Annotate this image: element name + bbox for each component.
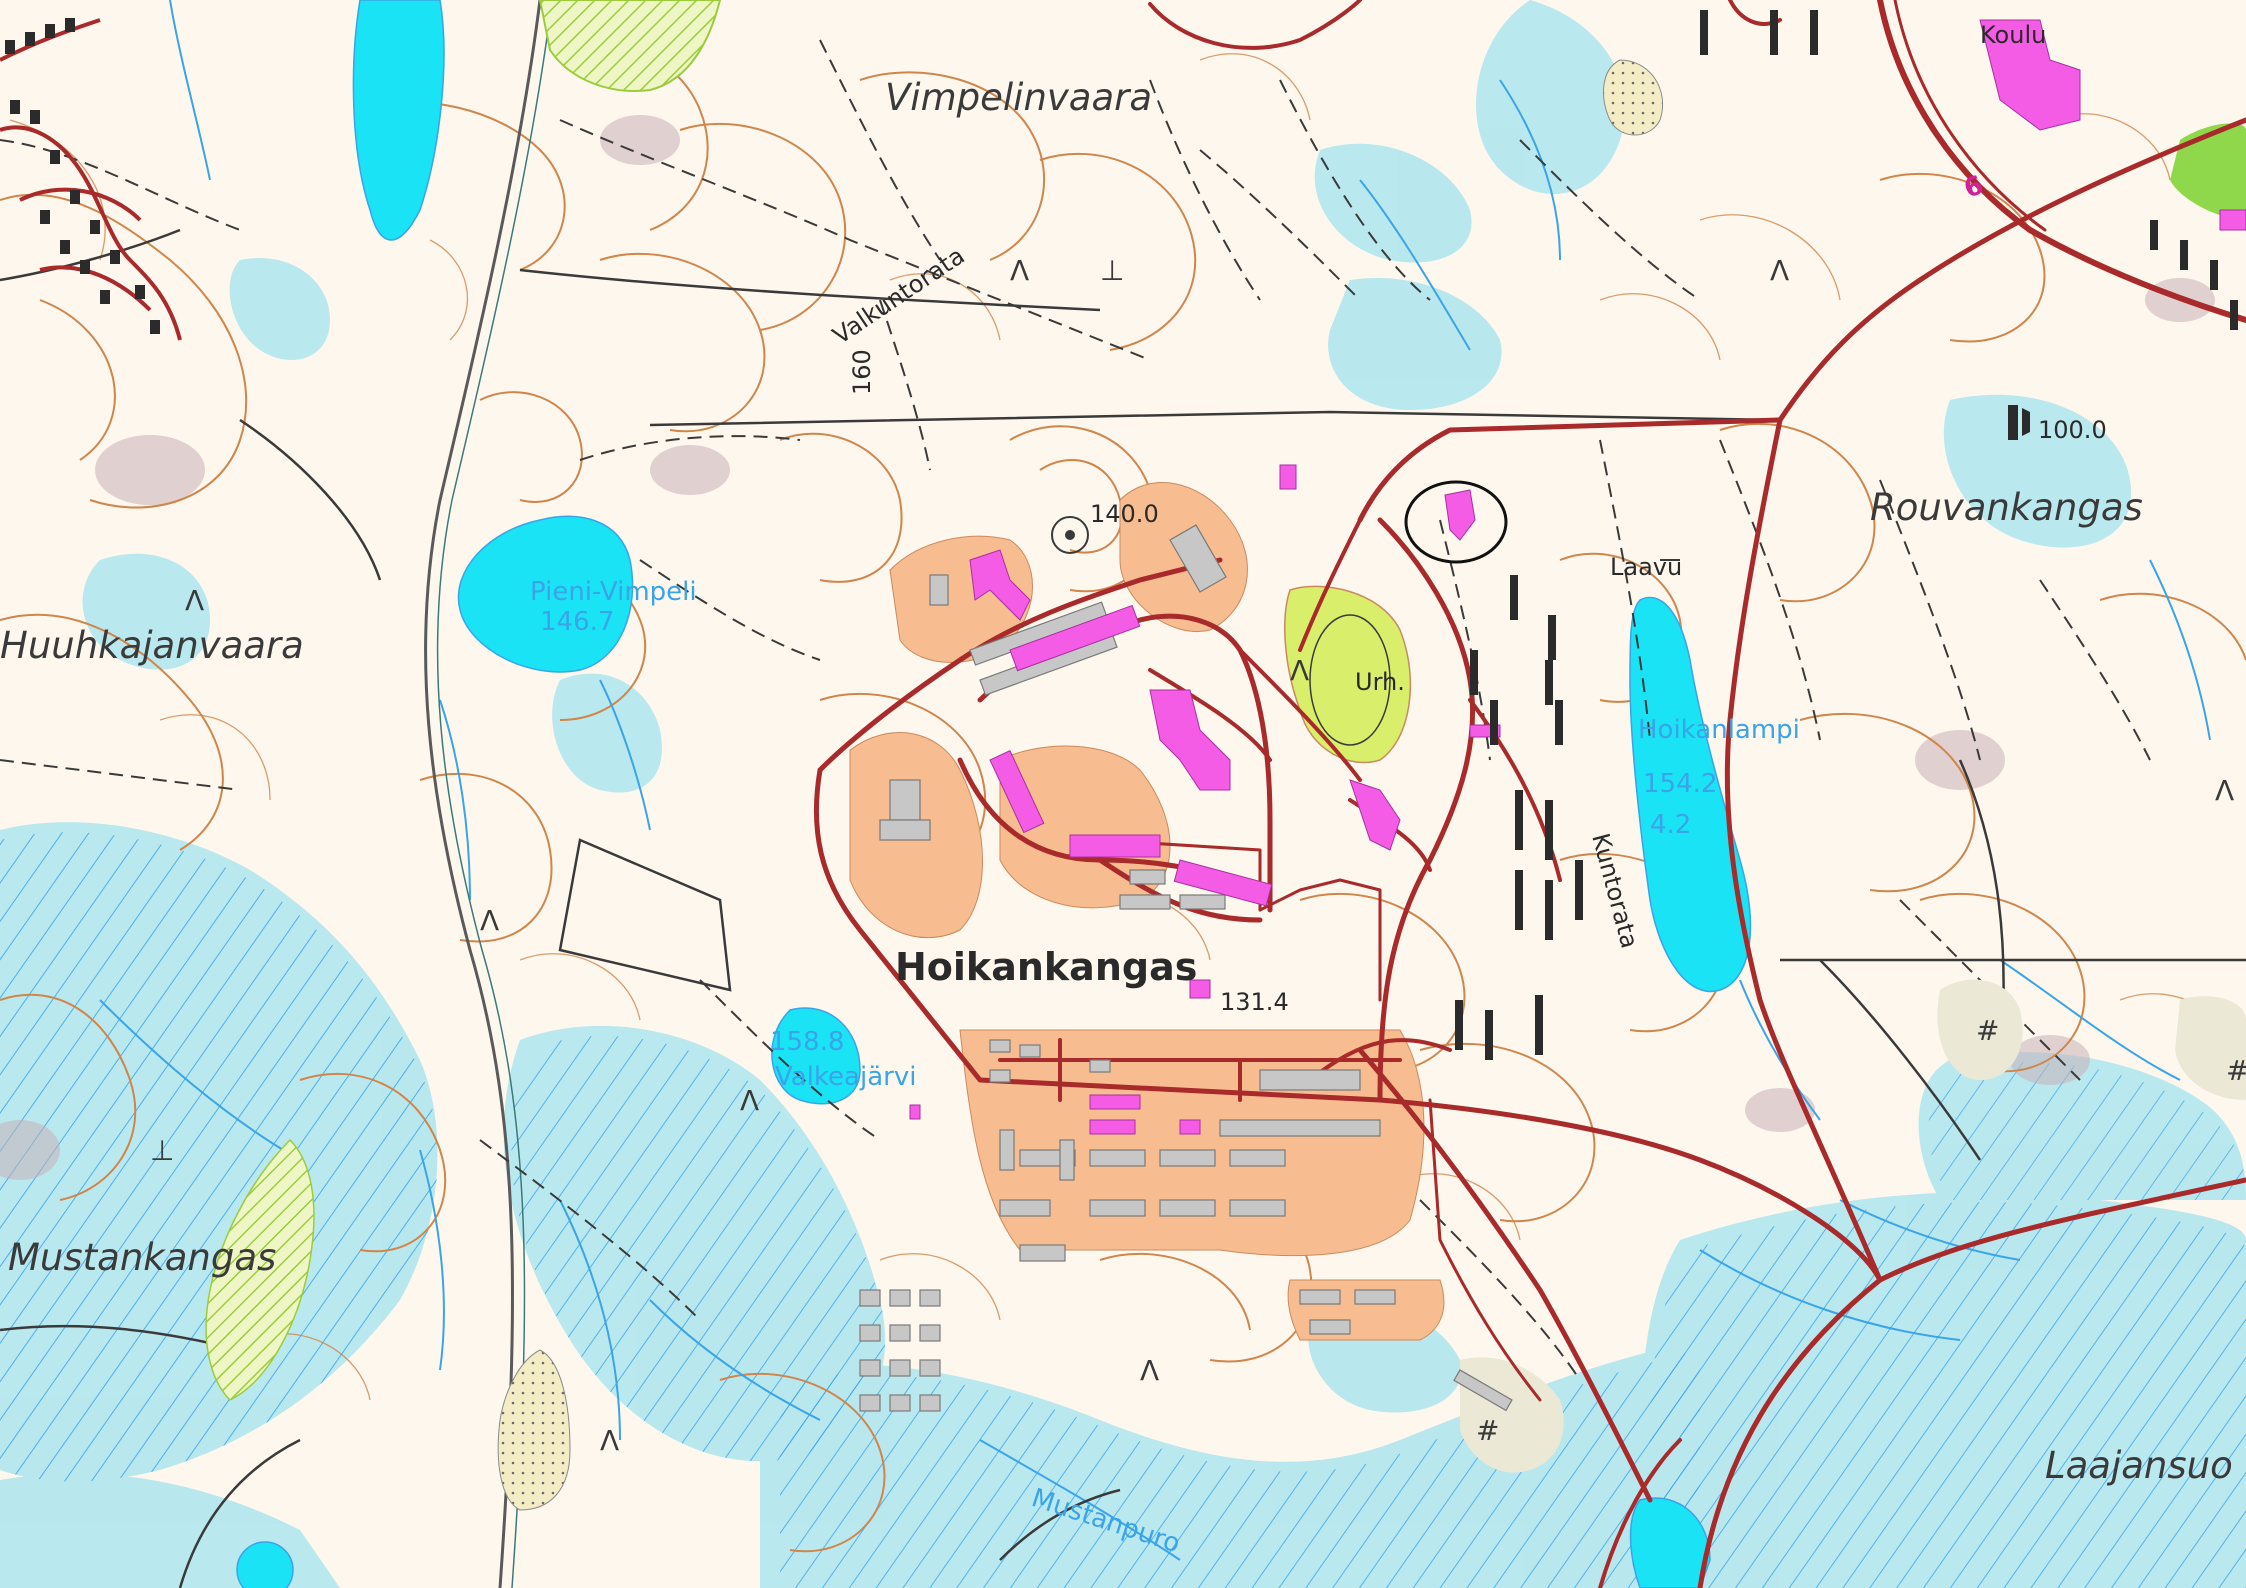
black-buildings <box>1455 10 2238 1060</box>
label-pieni-vimpeli: Pieni-Vimpeli <box>530 577 697 607</box>
elevation-point-icon <box>1051 516 1089 554</box>
marsh-hatching <box>0 832 2246 1588</box>
cave-icon <box>2008 405 2030 440</box>
svg-text:#: # <box>1476 1414 1499 1447</box>
label-hoikanlampi: Hoikanlampi <box>1638 715 1800 745</box>
label-hoikanlampi-elev: 154.2 <box>1643 769 1717 799</box>
lake-pieni-vimpeli <box>457 515 634 673</box>
misc-symbols: Λ Λ Λ Λ Λ Λ Λ Λ Λ ⊥ ⊥ <box>150 254 2234 1457</box>
label-mustankangas: Mustankangas <box>8 1236 276 1279</box>
label-huuhkajanvaara: Huuhkajanvaara <box>0 624 304 667</box>
lake-north <box>352 0 445 241</box>
svg-text:⊥: ⊥ <box>1100 254 1124 287</box>
nw-residential-houses <box>5 18 160 334</box>
cemetery-icon: # # # <box>1476 1014 2246 1447</box>
svg-text:Λ: Λ <box>740 1084 759 1117</box>
label-hoikankangas: Hoikankangas <box>895 945 1197 989</box>
label-elev-100: 100.0 <box>2038 416 2107 444</box>
label-vimpelinvaara: Vimpelinvaara <box>885 76 1152 119</box>
label-valkeajarvi-elev: 158.8 <box>770 1027 844 1057</box>
svg-text:#: # <box>1976 1014 1999 1047</box>
public-buildings <box>909 19 2246 1135</box>
railway <box>424 0 553 1588</box>
streams <box>99 0 2211 1561</box>
sports-field-area <box>1284 585 1412 764</box>
svg-text:Λ: Λ <box>1010 254 1029 287</box>
circle-marker-icon <box>1404 480 1508 564</box>
terrain-depressions <box>0 115 2215 1180</box>
label-laajansuo: Laajansuo <box>2045 1444 2233 1487</box>
lake-south <box>1629 1497 1711 1588</box>
lake-hoikanlampi <box>1629 596 1752 993</box>
lake-valkeajarvi <box>771 1007 861 1105</box>
svg-text:Λ: Λ <box>1290 654 1309 687</box>
power-line <box>519 268 1781 427</box>
svg-text:Λ: Λ <box>480 904 499 937</box>
contour-lines <box>0 37 2246 1553</box>
label-contour: 160 <box>848 349 876 395</box>
svg-text:Λ: Λ <box>2215 774 2234 807</box>
svg-text:Λ: Λ <box>1770 254 1789 287</box>
lake-sw <box>236 1541 294 1588</box>
label-hoikanlampi-depth: 4.2 <box>1650 810 1691 840</box>
svg-text:⊥: ⊥ <box>150 1134 174 1167</box>
svg-text:Λ: Λ <box>185 584 204 617</box>
svg-text:Λ: Λ <box>600 1424 619 1457</box>
label-valkeajarvi: Valkeajärvi <box>775 1062 916 1092</box>
label-pieni-vimpeli-elev: 146.7 <box>540 607 614 637</box>
paths <box>0 39 2151 1381</box>
label-elev-131: 131.4 <box>1220 988 1289 1016</box>
label-laavu: Laavu <box>1610 553 1682 581</box>
lakes <box>236 0 1752 1588</box>
svg-text:Λ: Λ <box>1140 1354 1159 1387</box>
grey-buildings <box>859 524 1513 1412</box>
label-rouvankangas: Rouvankangas <box>1870 486 2143 529</box>
label-koulu: Koulu <box>1980 21 2046 49</box>
sand-areas <box>497 59 2246 1511</box>
label-urh: Urh. <box>1355 668 1405 696</box>
svg-text:#: # <box>2226 1054 2246 1087</box>
protected-areas <box>205 0 2246 1401</box>
label-elev-140: 140.0 <box>1090 500 1159 528</box>
